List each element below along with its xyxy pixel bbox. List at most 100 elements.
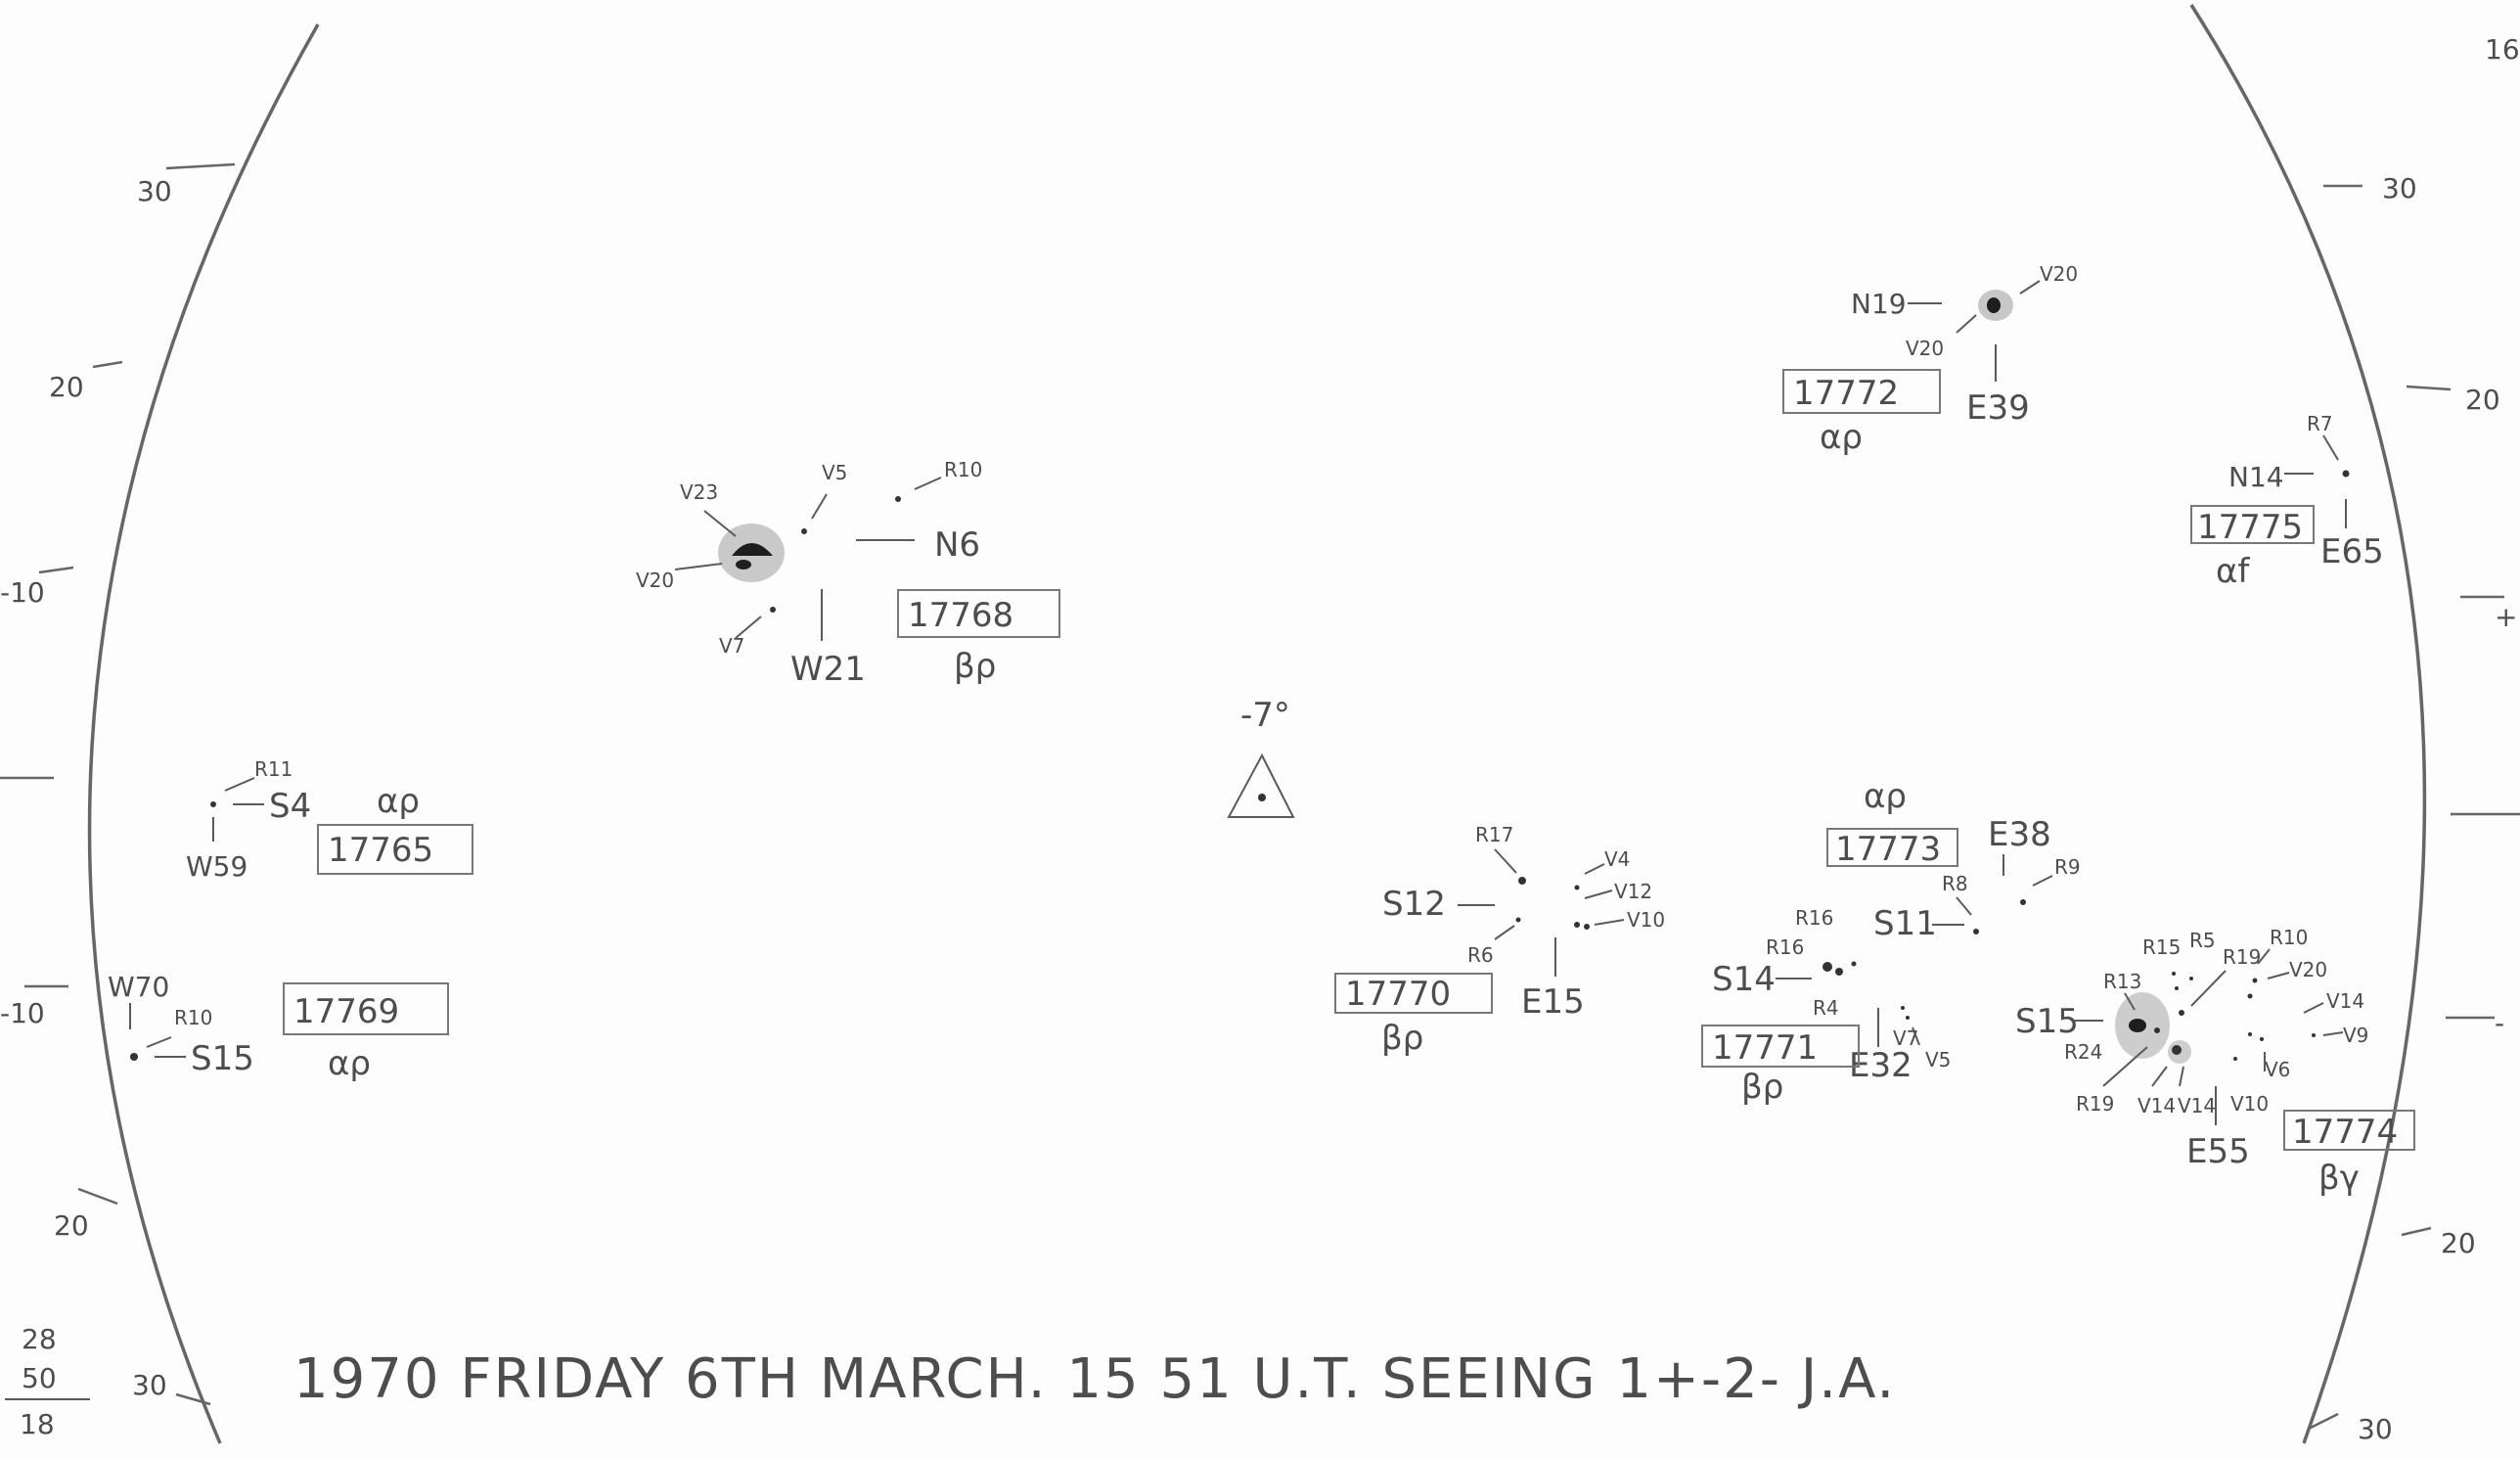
region-17773: αρ 17773 E38 R8 S11 R9 bbox=[1826, 777, 2081, 943]
spot-label: R24 bbox=[2064, 1040, 2102, 1064]
spot-label: V6 bbox=[2265, 1058, 2290, 1081]
region-latitude: S11 bbox=[1873, 904, 1937, 943]
region-17771: R16 R16 S14 R4 V7 V5 E32 17771 βρ bbox=[1701, 906, 1951, 1107]
region-class: αρ bbox=[377, 782, 420, 821]
region-number: 17772 bbox=[1793, 374, 1899, 413]
sunspot-umbra bbox=[1987, 297, 2001, 313]
spot-label: V14 bbox=[2178, 1094, 2216, 1117]
corner-fraction: 28 50 18 bbox=[5, 1323, 90, 1440]
left-tick-label: 20 bbox=[49, 371, 84, 403]
spot-label: V5 bbox=[1925, 1048, 1951, 1071]
right-tick-label: 30 bbox=[2358, 1413, 2393, 1445]
region-latitude: S15 bbox=[2015, 1002, 2079, 1041]
region-longitude: E65 bbox=[2320, 532, 2384, 571]
right-tick-label: - bbox=[2495, 1007, 2504, 1039]
region-longitude: W70 bbox=[108, 971, 169, 1003]
sunspot-umbra bbox=[2129, 1019, 2146, 1032]
spot-label: V10 bbox=[1627, 908, 1665, 932]
left-tick-label: -10 bbox=[0, 576, 45, 609]
region-number: 17771 bbox=[1712, 1028, 1818, 1068]
spot-label: R16 bbox=[1766, 935, 1804, 959]
spot-label: R19 bbox=[2076, 1092, 2114, 1116]
spot-label: R10 bbox=[174, 1006, 212, 1029]
spot-label: V14 bbox=[2138, 1094, 2176, 1117]
spot-label: R17 bbox=[1475, 823, 1513, 846]
spot-label: R7 bbox=[2307, 412, 2333, 435]
centre-triangle-icon bbox=[1227, 752, 1295, 818]
left-tick-label: 30 bbox=[132, 1369, 167, 1401]
region-longitude: E55 bbox=[2186, 1132, 2250, 1171]
region-longitude: W21 bbox=[790, 650, 866, 689]
region-number: 17775 bbox=[2197, 508, 2303, 547]
region-number: 17774 bbox=[2292, 1113, 2398, 1152]
region-17770: R17 S12 V4 V12 V10 R6 E15 17770 βρ bbox=[1334, 823, 1665, 1058]
spot-label: R19 bbox=[2223, 945, 2261, 969]
region-class: αρ bbox=[1864, 777, 1907, 816]
spot-label: V20 bbox=[2040, 262, 2078, 286]
region-latitude: N19 bbox=[1851, 288, 1907, 320]
region-number: 17765 bbox=[328, 831, 433, 870]
right-tick-label: 30 bbox=[2382, 172, 2417, 205]
region-17775: R7 N14 17775 E65 αf bbox=[2190, 412, 2384, 591]
solar-limb-right bbox=[2189, 4, 2427, 1444]
spot-label: R9 bbox=[2054, 855, 2081, 879]
left-limb-scale: 30 20 -10 -10 20 30 bbox=[0, 162, 236, 1406]
region-class: αρ bbox=[328, 1044, 371, 1083]
observation-caption: 1970 FRIDAY 6TH MARCH. 15 51 U.T. SEEING… bbox=[293, 1347, 1896, 1411]
region-number: 17768 bbox=[908, 596, 1013, 635]
region-number: 17773 bbox=[1835, 830, 1941, 869]
region-class: βρ bbox=[954, 647, 996, 686]
fraction-bottom: 18 bbox=[20, 1408, 55, 1440]
spot-label: V10 bbox=[2230, 1092, 2269, 1116]
spot-label: V4 bbox=[1604, 847, 1630, 871]
right-tick-label: 20 bbox=[2441, 1227, 2476, 1259]
region-class: βγ bbox=[2318, 1159, 2360, 1198]
centre-latitude-label: -7° bbox=[1240, 696, 1290, 735]
region-17765: R11 S4 αρ W59 17765 bbox=[186, 757, 473, 883]
region-longitude: W59 bbox=[186, 850, 248, 883]
right-limb-scale: 16 30 20 + - 20 30 bbox=[2308, 33, 2520, 1445]
solar-limb-left bbox=[87, 23, 320, 1444]
fraction-top: 28 bbox=[22, 1323, 57, 1355]
right-tick-label: 16 bbox=[2485, 33, 2520, 66]
region-number: 17769 bbox=[293, 992, 399, 1031]
region-longitude: E39 bbox=[1966, 388, 2030, 428]
spot-label: V20 bbox=[1906, 337, 1944, 360]
spot-label: V20 bbox=[2289, 958, 2327, 981]
region-longitude: E38 bbox=[1988, 815, 2051, 854]
right-tick-label: + bbox=[2495, 601, 2517, 633]
region-17772: N19 V20 V20 E39 17772 αρ bbox=[1782, 262, 2078, 457]
spot-label: V14 bbox=[2326, 989, 2364, 1013]
disc-centre-marker: -7° bbox=[1227, 696, 1295, 818]
region-latitude: S4 bbox=[269, 787, 311, 826]
fraction-middle: 50 bbox=[22, 1362, 57, 1394]
region-class: βρ bbox=[1381, 1019, 1423, 1058]
left-tick-label: 20 bbox=[54, 1209, 89, 1242]
spot-label: R4 bbox=[1813, 996, 1839, 1020]
spot-label: R8 bbox=[1942, 872, 1968, 895]
spot-label: R11 bbox=[254, 757, 292, 781]
spot-label: R10 bbox=[2270, 926, 2308, 949]
region-class: αρ bbox=[1820, 418, 1863, 457]
spot-label: V7 bbox=[719, 634, 744, 658]
spot-label: R13 bbox=[2103, 970, 2141, 993]
region-class: αf bbox=[2216, 552, 2250, 591]
spot-label: R15 bbox=[2142, 935, 2181, 959]
region-class: βρ bbox=[1741, 1068, 1783, 1107]
region-longitude: E15 bbox=[1521, 982, 1585, 1022]
region-latitude: N14 bbox=[2228, 461, 2284, 493]
region-latitude: S12 bbox=[1382, 885, 1446, 924]
spot-label: R6 bbox=[1467, 943, 1494, 967]
region-17768: V23 V5 R10 N6 V20 V7 W21 17768 βρ bbox=[636, 458, 1060, 689]
region-17774: S15 R13 R15 R5 R19 R10 V20 V14 V9 R24 V6 bbox=[2015, 926, 2415, 1198]
spot-label: R5 bbox=[2189, 929, 2216, 952]
spot-label: V23 bbox=[680, 480, 718, 504]
spot-label: R16 bbox=[1795, 906, 1833, 930]
spot-label: R10 bbox=[944, 458, 982, 481]
region-latitude: S15 bbox=[191, 1039, 254, 1078]
spot-label: V9 bbox=[2343, 1024, 2368, 1047]
region-number: 17770 bbox=[1345, 975, 1451, 1014]
region-latitude: S14 bbox=[1712, 960, 1776, 999]
spot-label: V7 bbox=[1893, 1026, 1918, 1050]
